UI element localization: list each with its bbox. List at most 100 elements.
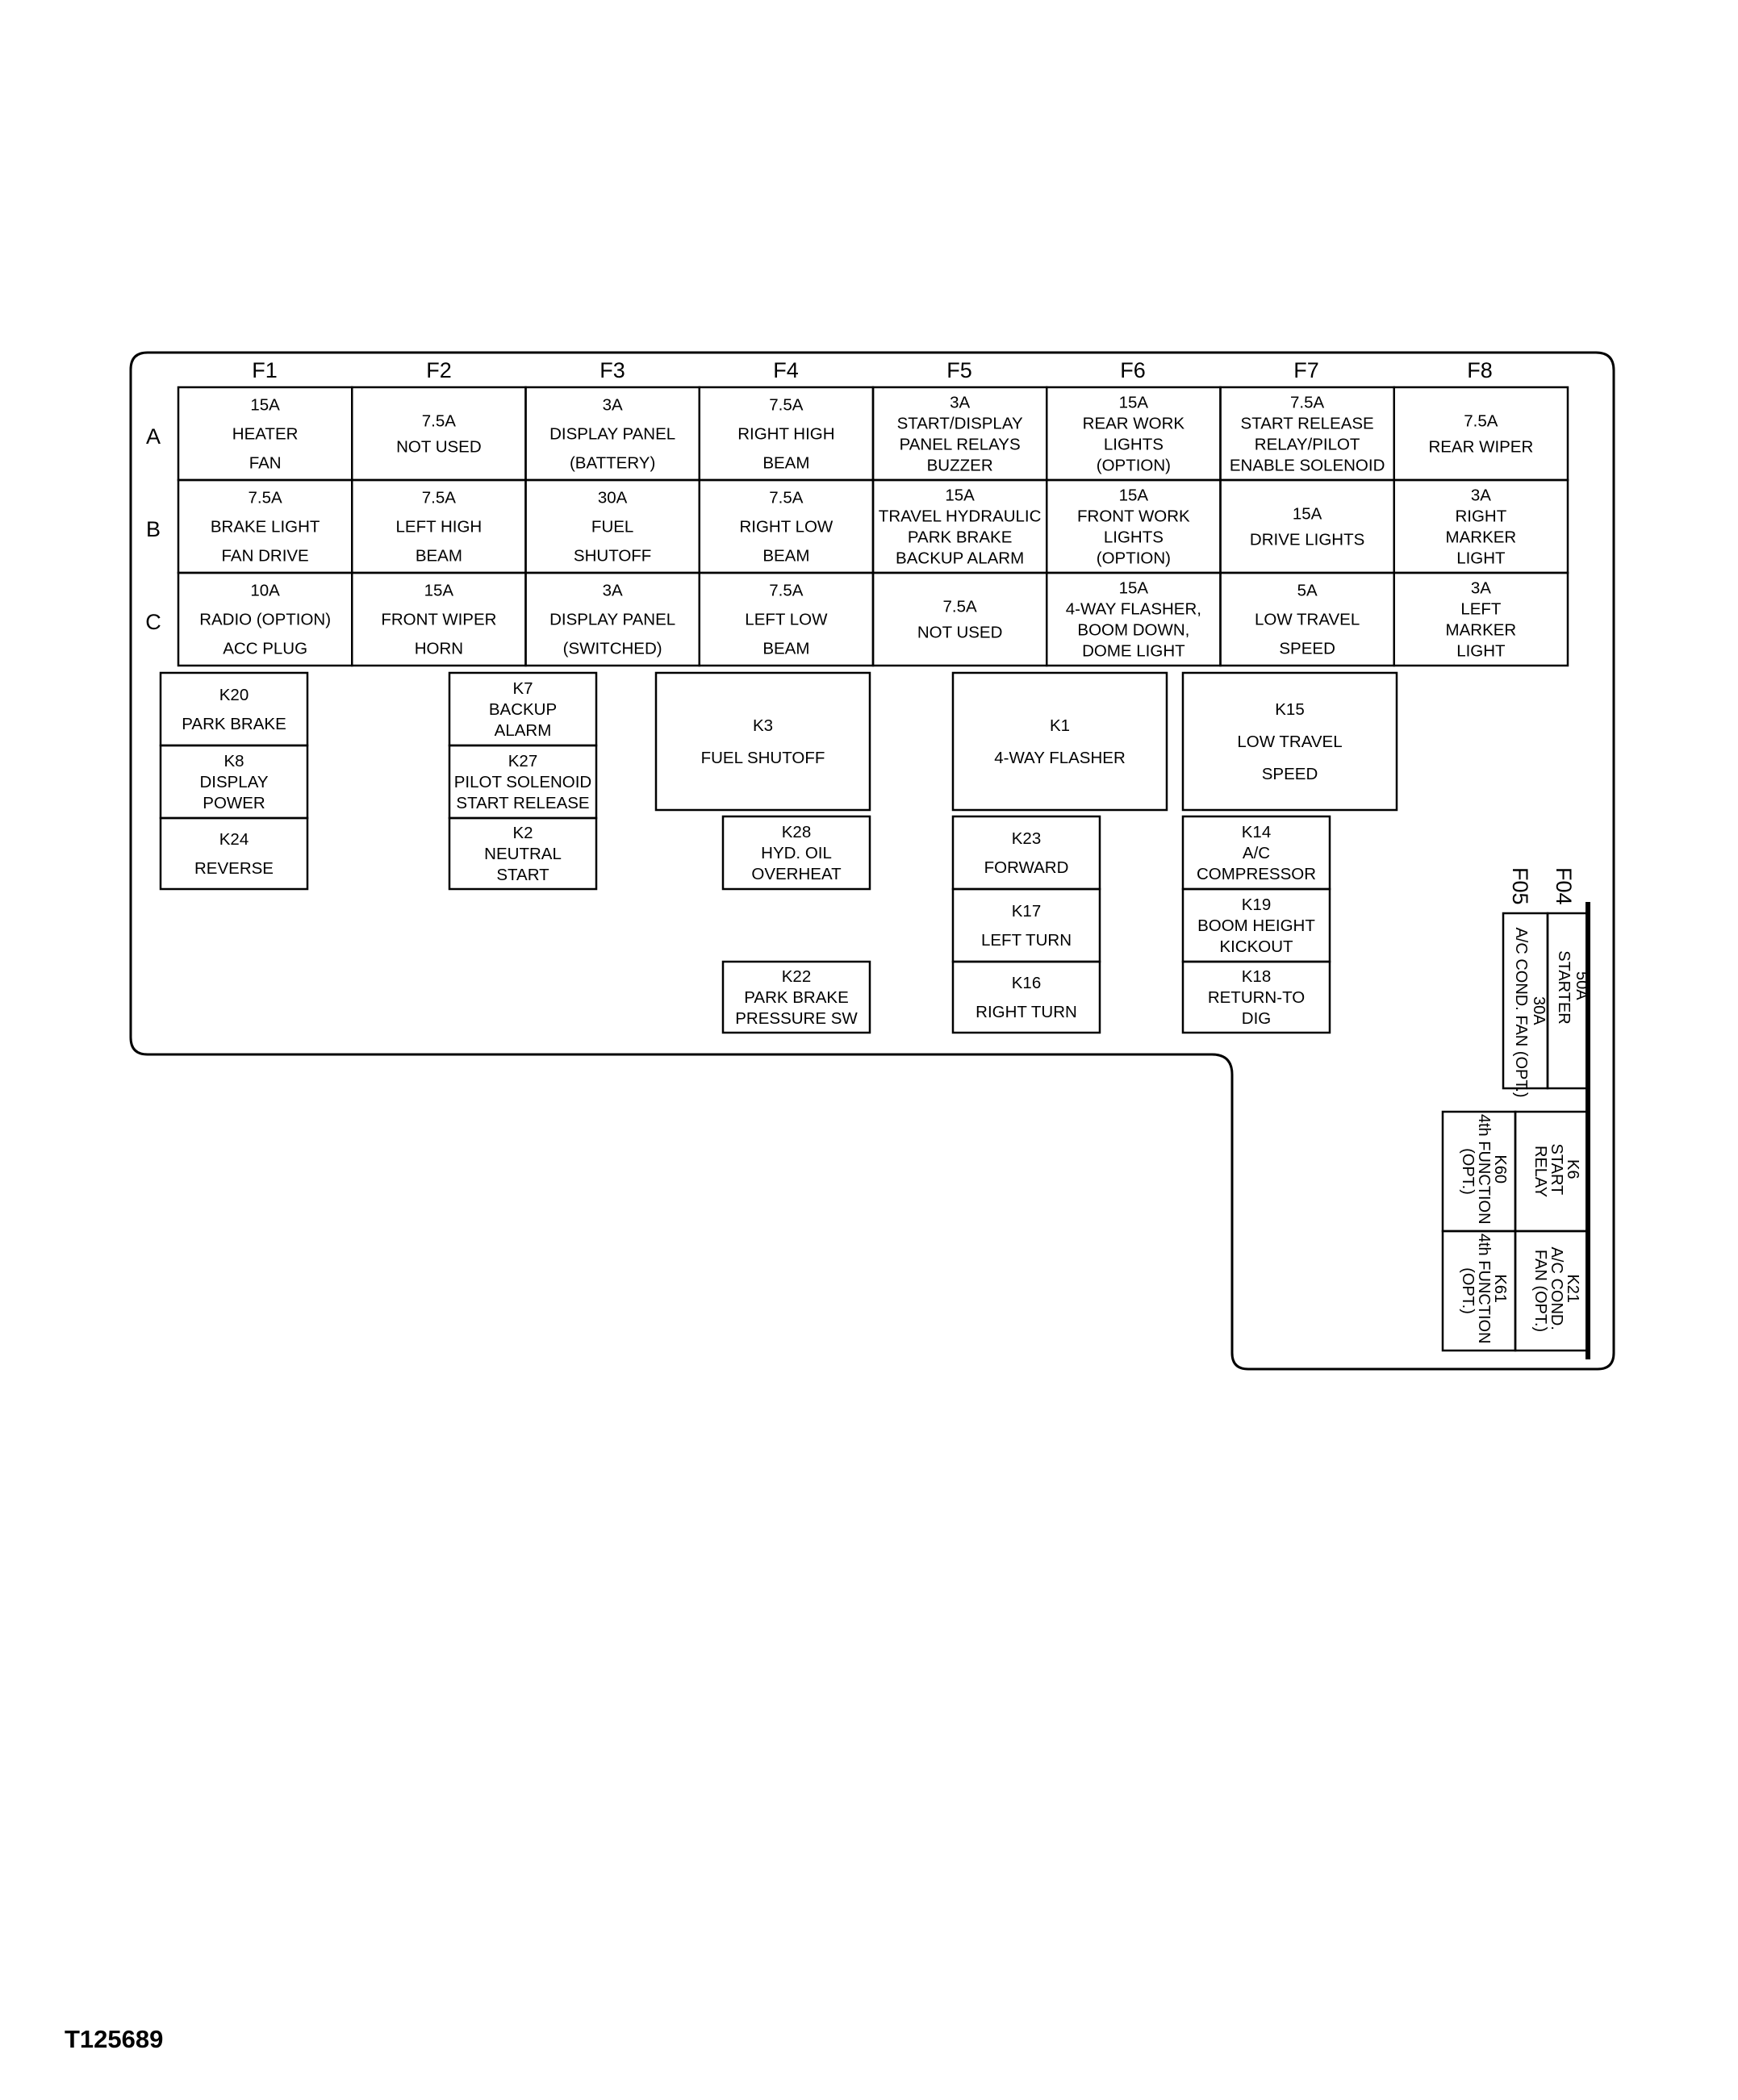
fuse-cell-f6c-line-2: 4-WAY FLASHER,: [1066, 600, 1201, 619]
relay-k8-line-3: POWER: [203, 794, 265, 812]
relay-k14-line-2: A/C: [1243, 844, 1270, 862]
fuse-cell-f3a-text: 3A DISPLAY PANEL (BATTERY): [549, 396, 675, 473]
side-relay-k6-line-1: K6: [1564, 1159, 1581, 1179]
fuse-cell-f4b-line-1: 7.5A: [769, 489, 803, 507]
fuse-cell-f2c-line-3: HORN: [415, 640, 463, 658]
column-header-f8: F8: [1467, 358, 1493, 382]
relay-k20-line-2: PARK BRAKE: [182, 715, 286, 733]
fuse-cell-f5a-line-2: START/DISPLAY: [897, 415, 1023, 433]
fuse-cell-f3c-line-2: DISPLAY PANEL: [549, 611, 675, 629]
relay-k19-line-2: BOOM HEIGHT: [1197, 916, 1315, 935]
fuse-cell-f6a-line-3: LIGHTS: [1104, 436, 1164, 454]
relay-k16-line-1: K16: [1012, 974, 1041, 992]
relay-k18-line-2: RETURN-TO: [1208, 988, 1305, 1007]
relay-k2-line-1: K2: [512, 824, 533, 842]
relay-k15-line-1: K15: [1275, 700, 1304, 719]
fuse-cell-f6b-line-3: LIGHTS: [1104, 528, 1164, 547]
fuse-cell-f2a-line-2: NOT USED: [396, 438, 482, 457]
side-fuse-f04-text: 50A STARTER: [1555, 950, 1590, 1025]
fuse-cell-f7b-text: 15A DRIVE LIGHTS: [1250, 505, 1364, 549]
fuse-cell-f3b-line-1: 30A: [598, 489, 628, 507]
fuse-cell-f4a-line-3: BEAM: [762, 454, 809, 473]
fuse-row-headers: A B C: [145, 424, 161, 634]
relay-k22-line-3: PRESSURE SW: [735, 1009, 858, 1028]
relay-k16-line-2: RIGHT TURN: [976, 1003, 1077, 1021]
fuse-cell-f6c-line-3: BOOM DOWN,: [1077, 621, 1189, 640]
fuse-cell-f7a-line-3: RELAY/PILOT: [1255, 436, 1360, 454]
fuse-cell-f2a-line-1: 7.5A: [422, 412, 456, 431]
relay-k24-line-1: K24: [219, 830, 249, 849]
relay-k24: [159, 816, 309, 891]
relay-k1-line-1: K1: [1050, 716, 1070, 735]
side-fuse-f05-line-1: 30A: [1530, 996, 1548, 1025]
relay-k17-line-1: K17: [1012, 902, 1041, 921]
fuse-cell-f2c-text: 15A FRONT WIPER HORN: [381, 582, 496, 658]
fuse-cell-f7a-line-4: ENABLE SOLENOID: [1230, 457, 1385, 475]
figure-id: T125689: [65, 2025, 164, 2053]
relay-k19-line-1: K19: [1242, 896, 1271, 914]
fuse-cell-f2c-line-1: 15A: [424, 582, 454, 600]
fuse-cell-f3a-line-2: DISPLAY PANEL: [549, 425, 675, 444]
fuse-cell-f7b-line-1: 15A: [1293, 505, 1322, 524]
side-fuse-f05-text: 30A A/C COND. FAN (OPT.): [1512, 927, 1548, 1097]
fuse-cell-f6b-line-4: (OPTION): [1097, 549, 1171, 568]
fuse-cell-f3a-line-3: (BATTERY): [570, 454, 655, 473]
fuse-cell-f7b-line-2: DRIVE LIGHTS: [1250, 531, 1364, 549]
row-header-c: C: [145, 610, 161, 634]
side-relay-k61-line-3: (OPT.): [1459, 1267, 1477, 1314]
side-relay-k21-line-3: FAN (OPT.): [1531, 1250, 1549, 1332]
fuse-cell-f5b-line-2: TRAVEL HYDRAULIC: [879, 507, 1042, 526]
fuse-cell-f7c-line-3: SPEED: [1279, 640, 1335, 658]
relay-k17: [951, 887, 1101, 963]
relay-k14-line-3: COMPRESSOR: [1197, 865, 1316, 883]
fuse-cell-f1c-line-3: ACC PLUG: [223, 640, 307, 658]
relay-k28: [721, 815, 871, 891]
fuse-cell-f5a-line-3: PANEL RELAYS: [900, 436, 1021, 454]
fuse-cell-f4a-line-2: RIGHT HIGH: [737, 425, 834, 444]
fuse-cell-f7a-line-2: START RELEASE: [1241, 415, 1374, 433]
fuse-cell-f2c-line-2: FRONT WIPER: [381, 611, 496, 629]
fuse-cell-f8a-line-2: REAR WIPER: [1428, 438, 1533, 457]
fuse-cell-f7c-line-2: LOW TRAVEL: [1255, 611, 1360, 629]
side-relay-k61-line-1: K61: [1491, 1274, 1509, 1303]
fuse-cell-f4c-line-3: BEAM: [762, 640, 809, 658]
relay-k23-line-2: FORWARD: [984, 858, 1069, 877]
fuse-cell-f1b-line-1: 7.5A: [249, 489, 282, 507]
relay-k14-line-1: K14: [1242, 823, 1271, 841]
fuse-cell-f3c-line-3: (SWITCHED): [563, 640, 662, 658]
relay-k7-line-3: ALARM: [495, 721, 552, 740]
relay-k24-line-2: REVERSE: [194, 859, 274, 878]
fuse-cell-f2b-line-2: LEFT HIGH: [396, 518, 483, 536]
fuse-cell-f5c-line-2: NOT USED: [917, 624, 1003, 642]
side-relay-k6-line-2: START: [1548, 1144, 1565, 1195]
side-relay-k61-text: K61 4th FUNCTION (OPT.): [1459, 1234, 1509, 1348]
relay-k16: [951, 960, 1101, 1034]
fuse-cell-f3c-line-1: 3A: [603, 582, 623, 600]
fuse-cell-f5b-line-4: BACKUP ALARM: [896, 549, 1024, 568]
fuse-cell-f3a-line-1: 3A: [603, 396, 623, 415]
relay-k28-line-3: OVERHEAT: [751, 865, 842, 883]
relay-k18-line-1: K18: [1242, 967, 1271, 986]
fuse-cell-f8c-line-3: MARKER: [1446, 621, 1517, 640]
